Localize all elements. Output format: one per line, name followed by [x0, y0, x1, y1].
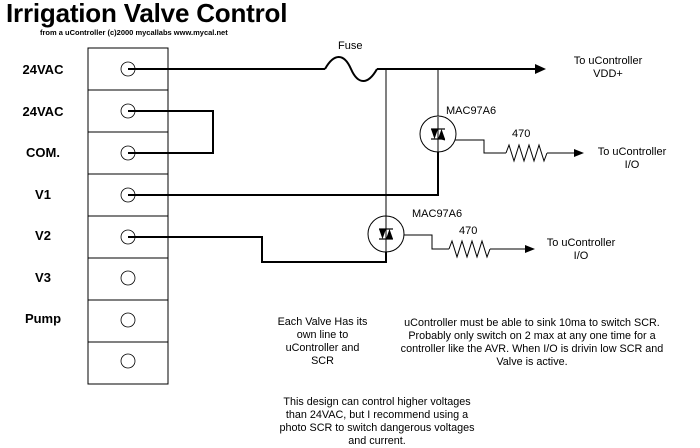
scr1-resistor-label: 470 [512, 128, 531, 140]
jumper-24vac-com [128, 110, 214, 154]
scr1-io-line2: I/O [624, 159, 640, 171]
screw-terminal-v3 [120, 270, 136, 286]
scr1-part-label: MAC97A6 [446, 105, 497, 117]
scr-mac97a6-2 [367, 215, 405, 253]
scr-mac97a6-1 [419, 115, 457, 153]
wire-v2-to-scr2 [128, 236, 387, 263]
wire-scr1-gate [445, 139, 506, 154]
terminal-label-v1: V1 [35, 187, 51, 202]
vdd-output-label: To uController VDD+ [548, 55, 668, 81]
note-design: This design can control higher voltages … [279, 396, 475, 447]
terminal-label-24vac-1: 24VAC [22, 62, 64, 77]
wire-v1-to-scr1 [128, 152, 439, 196]
scr1-io-line1: To uController [597, 146, 667, 158]
note-valve-line: Each Valve Has its own line to uControll… [277, 316, 368, 367]
terminal-label-pump: Pump [24, 311, 62, 326]
resistor-470-scr1 [505, 143, 548, 163]
arrow-to-io-1 [574, 149, 584, 157]
wire-scr2-gate [392, 234, 449, 250]
scr2-io-label: To uController I/O [531, 237, 631, 263]
arrow-to-vdd [535, 64, 546, 74]
scr2-resistor-label: 470 [459, 225, 478, 237]
fuse-symbol [324, 56, 378, 82]
scr2-io-line2: I/O [573, 250, 589, 262]
arrow-to-io-2 [525, 245, 535, 253]
terminal-label-com: COM. [26, 145, 60, 160]
screw-terminal-empty [120, 353, 136, 369]
vdd-output-line2: VDD+ [593, 68, 623, 80]
diagram-subtitle: from a uController (c)2000 mycallabs www… [40, 28, 228, 37]
terminal-label-v3: V3 [35, 270, 51, 285]
scr2-part-label: MAC97A6 [412, 208, 463, 220]
scr2-io-line1: To uController [546, 237, 616, 249]
terminal-label-v2: V2 [35, 228, 51, 243]
note-sink-current: uController must be able to sink 10ma to… [400, 317, 664, 368]
vdd-output-line1: To uController [573, 55, 643, 67]
fuse-label: Fuse [338, 40, 363, 52]
resistor-470-scr2 [448, 239, 491, 259]
screw-terminal-pump [120, 312, 136, 328]
scr1-io-label: To uController I/O [582, 146, 682, 172]
diagram-title: Irrigation Valve Control [6, 0, 288, 28]
terminal-label-24vac-2: 24VAC [22, 104, 64, 119]
